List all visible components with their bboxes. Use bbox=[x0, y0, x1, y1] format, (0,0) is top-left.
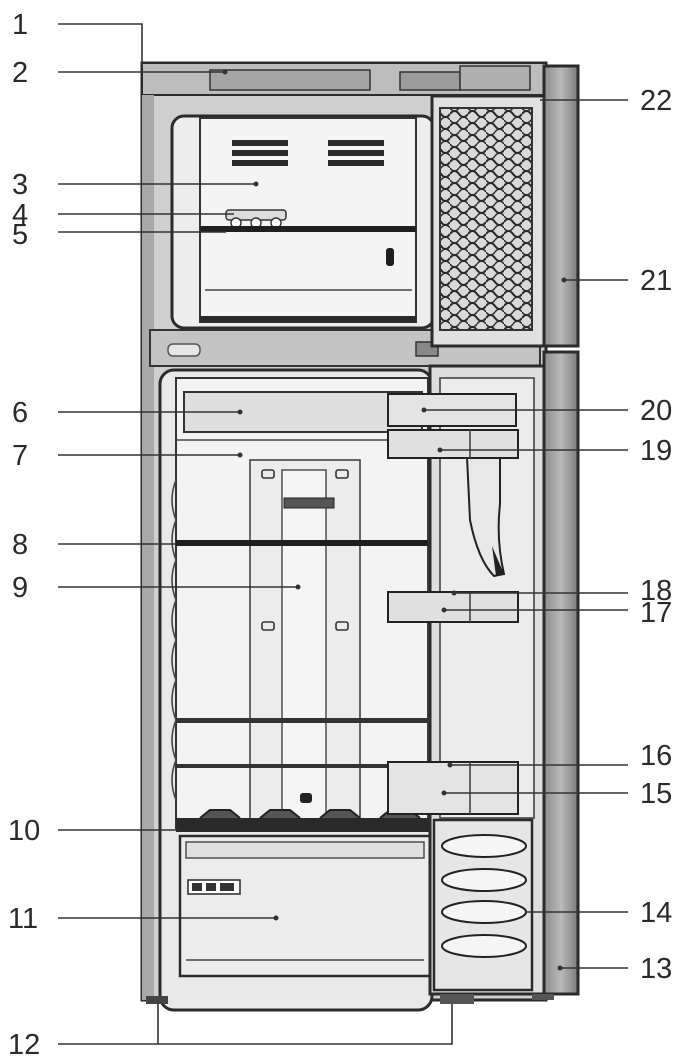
callout-22: 22 bbox=[640, 85, 672, 117]
callout-17: 17 bbox=[640, 597, 672, 629]
bottle-rack bbox=[432, 818, 534, 992]
callout-16: 16 bbox=[640, 740, 672, 772]
callout-4: 4 bbox=[12, 199, 28, 231]
glass-shelf-upper bbox=[176, 540, 428, 546]
door-bin-bottom bbox=[387, 761, 519, 815]
callout-20: 20 bbox=[640, 395, 672, 427]
callout-numbers: 1 2 3 4 5 6 7 8 9 10 11 12 13 14 15 16 1… bbox=[8, 9, 672, 1061]
callout-14: 14 bbox=[640, 897, 672, 929]
freezer-shelf bbox=[200, 226, 416, 232]
callout-5: 5 bbox=[12, 219, 28, 251]
callout-21: 21 bbox=[640, 265, 672, 297]
callout-3: 3 bbox=[12, 169, 28, 201]
callout-8: 8 bbox=[12, 529, 28, 561]
freezer-door-panel bbox=[542, 64, 580, 348]
callout-7: 7 bbox=[12, 440, 28, 472]
egg-tray bbox=[464, 435, 506, 578]
freezer-air-vent-left bbox=[232, 140, 288, 166]
callout-6: 6 bbox=[12, 397, 28, 429]
crisper-cover bbox=[176, 809, 432, 832]
callout-1: 1 bbox=[12, 9, 28, 41]
callout-11: 11 bbox=[8, 903, 38, 935]
callout-15: 15 bbox=[640, 778, 672, 810]
freezer-air-vent-right bbox=[328, 140, 384, 166]
fridge-door-panel bbox=[542, 350, 580, 996]
callout-13: 13 bbox=[640, 953, 672, 985]
callout-12: 12 bbox=[8, 1029, 40, 1061]
callout-leaders bbox=[58, 23, 628, 1045]
adjustable-feet bbox=[146, 994, 554, 1004]
callout-2: 2 bbox=[12, 57, 28, 89]
freezer-compartment bbox=[170, 114, 436, 330]
fridge-door bbox=[387, 350, 580, 996]
freezer-door-shelf bbox=[439, 107, 533, 331]
crisper-drawer bbox=[178, 834, 432, 978]
callout-19: 19 bbox=[640, 435, 672, 467]
callout-9: 9 bbox=[12, 572, 28, 604]
door-bin-upper bbox=[387, 429, 519, 459]
ice-tray bbox=[225, 209, 287, 229]
fridge-compartment bbox=[158, 368, 434, 1012]
callout-10: 10 bbox=[8, 815, 40, 847]
callout-18: 18 bbox=[640, 575, 672, 607]
freezer-door bbox=[430, 64, 580, 348]
door-bin-middle bbox=[387, 591, 519, 623]
glass-shelf-lower bbox=[176, 718, 428, 723]
